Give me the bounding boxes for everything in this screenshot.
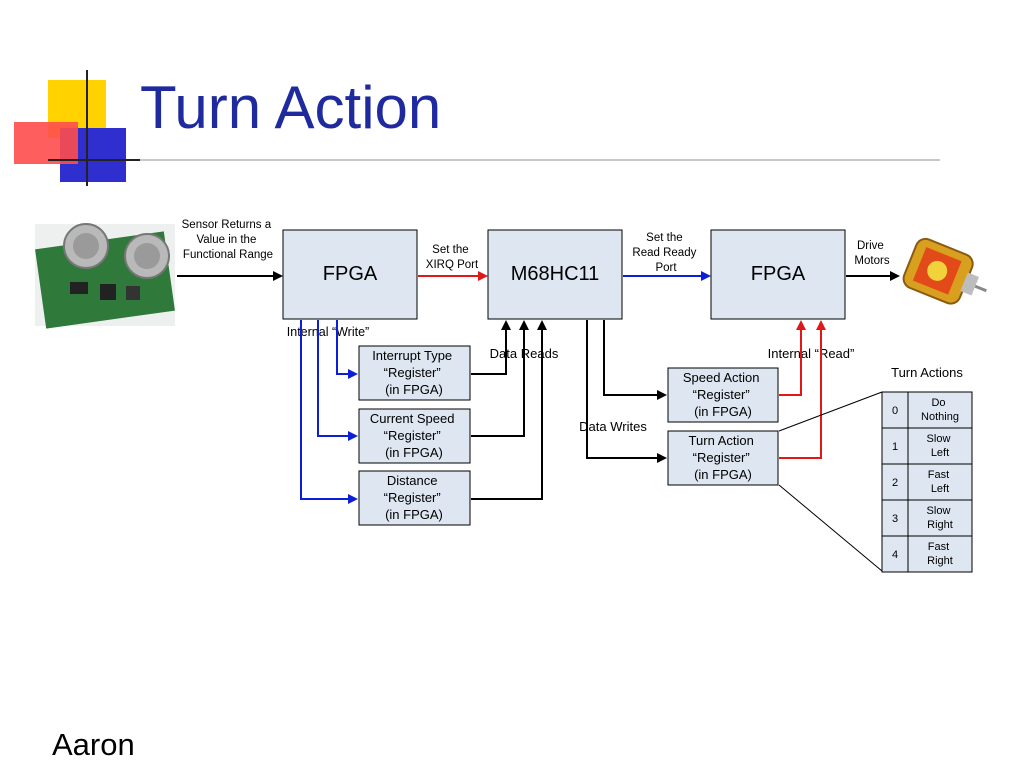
red-square bbox=[14, 122, 78, 164]
table-row: 1 Slow Left bbox=[881, 427, 973, 465]
m68hc11-box bbox=[487, 229, 623, 320]
title-decoration bbox=[14, 70, 940, 186]
turn-action-register-box bbox=[667, 430, 779, 486]
slide-title: Turn Action bbox=[140, 74, 442, 141]
callout-line-bottom bbox=[778, 484, 883, 572]
table-row: 3 Slow Right bbox=[881, 499, 973, 537]
table-row: 0 Do Nothing bbox=[881, 391, 973, 429]
fpga-left-label: FPGA bbox=[323, 263, 378, 285]
data-writes-label: Data Writes bbox=[579, 419, 647, 434]
turn-code: 2 bbox=[892, 477, 898, 489]
author-name: Aaron bbox=[52, 727, 135, 762]
read-speed-action-arrow bbox=[779, 320, 806, 396]
turn-action-name: Do Nothing bbox=[921, 397, 959, 423]
turn-action-name: Slow Left bbox=[927, 433, 954, 459]
distance-register-box bbox=[358, 470, 471, 526]
write-speed-action-arrow bbox=[603, 320, 667, 400]
write-interrupt-arrow bbox=[336, 320, 358, 379]
fpga-right-box bbox=[710, 229, 846, 320]
turn-action-name: Fast Left bbox=[928, 469, 952, 495]
xirq-label: Set the XIRQ Port bbox=[426, 244, 479, 271]
read-ready-label: Set the Read Ready Port bbox=[632, 232, 699, 274]
motor-image bbox=[902, 237, 987, 305]
read-speed-arrow bbox=[471, 320, 529, 437]
turn-code: 3 bbox=[892, 513, 898, 525]
fpga-right-label: FPGA bbox=[751, 263, 806, 285]
internal-read-label: Internal “Read” bbox=[768, 346, 855, 361]
callout-line-top bbox=[778, 391, 883, 432]
speed-register-box bbox=[358, 408, 471, 464]
read-turn-action-arrow bbox=[779, 320, 826, 459]
speed-action-register-label: Speed Action “Register” (in FPGA) bbox=[683, 370, 763, 419]
write-speed-arrow bbox=[317, 320, 358, 441]
turn-action-register-label: Turn Action “Register” (in FPGA) bbox=[689, 433, 758, 482]
read-distance-arrow bbox=[471, 320, 547, 500]
sensor-board-image bbox=[35, 223, 175, 329]
turn-actions-table: 0 Do Nothing 1 Slow Left 2 Fast Left bbox=[881, 391, 973, 573]
speed-register-label: Current Speed “Register” (in FPGA) bbox=[370, 411, 458, 460]
turn-action-name: Slow Right bbox=[927, 505, 954, 531]
turn-code: 1 bbox=[892, 441, 898, 453]
read-interrupt-arrow bbox=[471, 320, 511, 375]
write-turn-action-arrow bbox=[586, 320, 667, 463]
table-row: 2 Fast Left bbox=[881, 463, 973, 501]
table-row: 4 Fast Right bbox=[881, 535, 973, 573]
interrupt-register-box bbox=[358, 345, 471, 401]
turn-actions-title: Turn Actions bbox=[891, 365, 963, 380]
speed-action-register-box bbox=[667, 367, 779, 423]
write-distance-arrow bbox=[300, 320, 358, 504]
distance-register-label: Distance “Register” (in FPGA) bbox=[384, 473, 445, 522]
fpga-left-box bbox=[282, 229, 418, 320]
sensor-label: Sensor Returns a Value in the Functional… bbox=[182, 219, 275, 261]
interrupt-register-label: Interrupt Type “Register” (in FPGA) bbox=[372, 348, 456, 397]
turn-action-name: Fast Right bbox=[927, 541, 953, 567]
drive-motors-label: Drive Motors bbox=[854, 240, 889, 267]
turn-code: 4 bbox=[892, 549, 898, 561]
m68hc11-label: M68HC11 bbox=[511, 263, 600, 285]
turn-code: 0 bbox=[892, 405, 898, 417]
internal-write-label: Internal “Write” bbox=[287, 325, 369, 339]
